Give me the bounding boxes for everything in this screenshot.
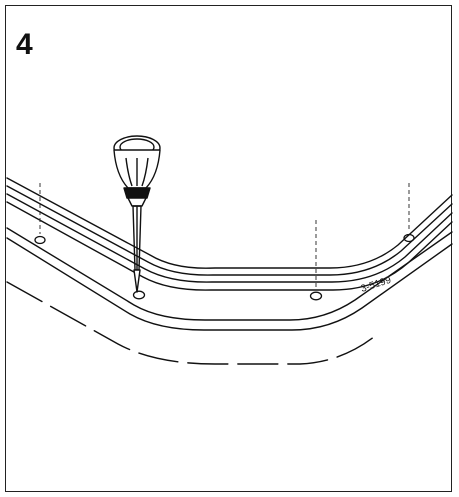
- screwdriver-icon: [113, 135, 161, 293]
- screw-hole-2: [132, 290, 146, 300]
- screw-hole-4: [403, 233, 415, 243]
- rail-top-edge: [6, 177, 453, 269]
- rail-top-edge-2: [6, 185, 453, 276]
- screw-hole-1: [34, 235, 46, 245]
- step-number: 4: [16, 28, 33, 61]
- illustration-frame: [5, 5, 452, 492]
- rail-bottom-edge: [6, 237, 453, 331]
- outer-contour: [6, 281, 381, 365]
- rail-lower-edge: [6, 227, 453, 321]
- rail-groove-1: [6, 193, 453, 283]
- screw-hole-3: [309, 291, 323, 301]
